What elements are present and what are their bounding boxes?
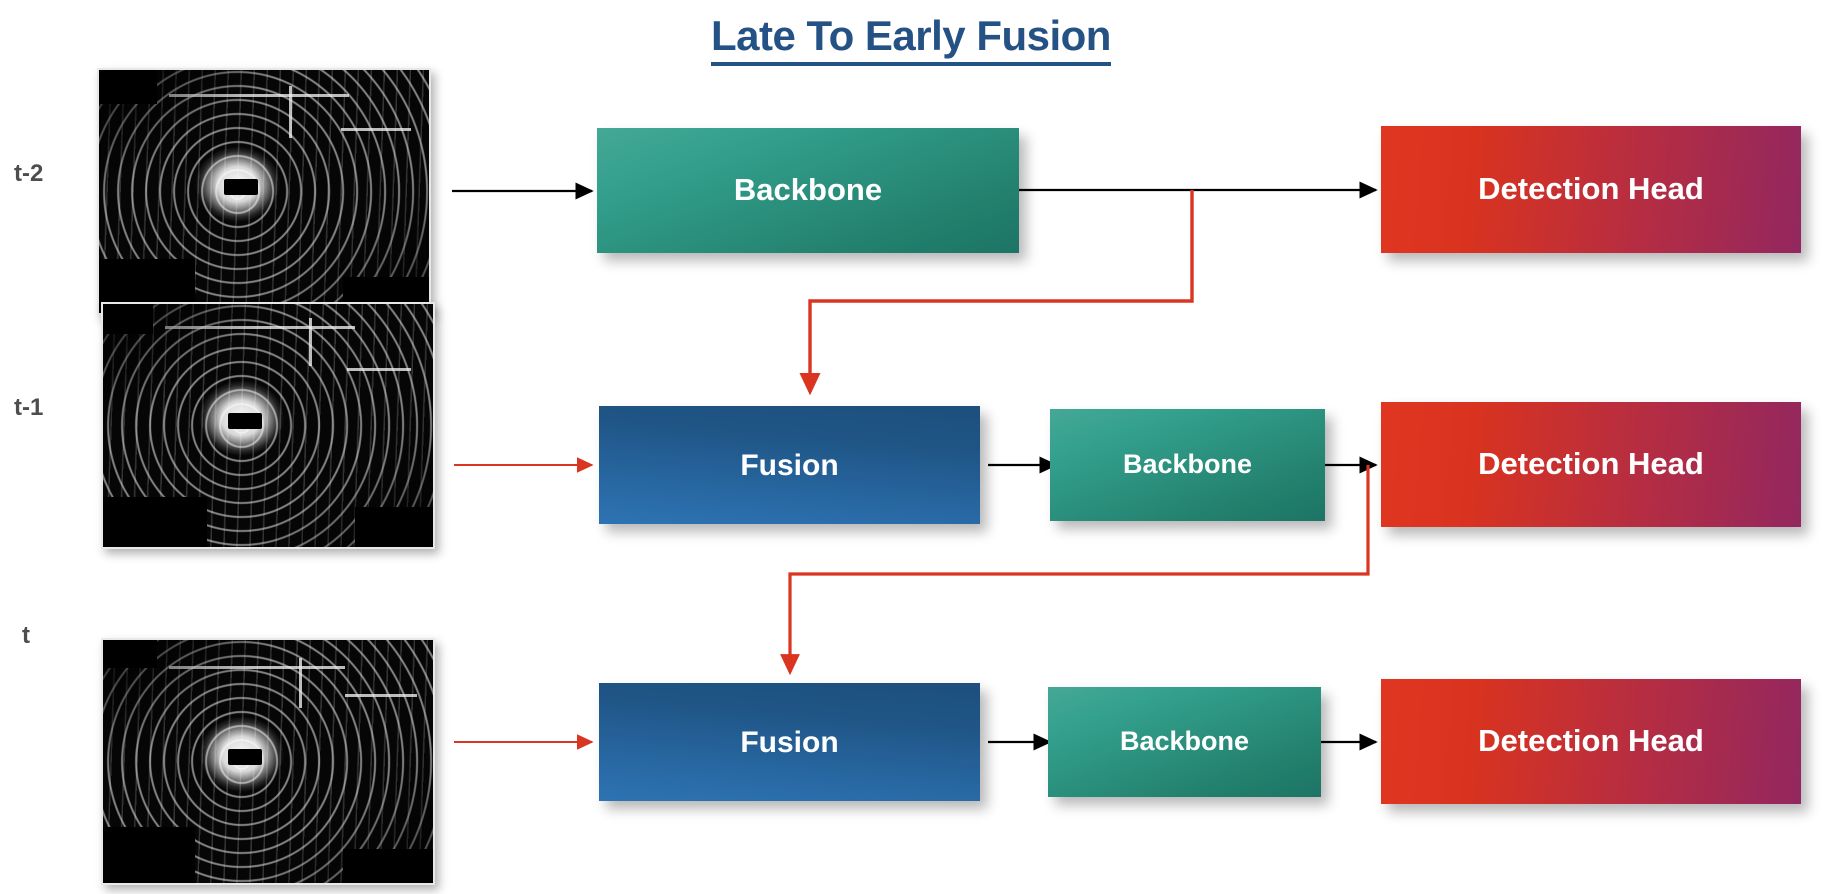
time-label-t-minus-2: t-2 bbox=[14, 160, 44, 187]
node-detection-head-t-2[interactable]: Detection Head bbox=[1381, 126, 1801, 253]
node-label: Backbone bbox=[1122, 449, 1253, 480]
node-detection-head-t[interactable]: Detection Head bbox=[1381, 679, 1801, 804]
lidar-point-cloud-frame-t bbox=[101, 638, 435, 885]
scan-streak bbox=[309, 318, 312, 366]
node-fusion-t-1[interactable]: Fusion bbox=[599, 406, 980, 524]
occlusion-patch bbox=[103, 497, 207, 547]
node-label: Detection Head bbox=[1478, 171, 1704, 207]
occlusion-patch bbox=[355, 507, 433, 547]
occlusion-patch bbox=[103, 304, 153, 334]
scan-streak bbox=[299, 658, 302, 708]
ego-vehicle-marker bbox=[228, 413, 263, 430]
node-label: Detection Head bbox=[1478, 723, 1704, 759]
node-detection-head-t-1[interactable]: Detection Head bbox=[1381, 402, 1801, 527]
node-label: Backbone bbox=[733, 172, 883, 208]
scan-streak bbox=[345, 694, 417, 697]
occlusion-patch bbox=[103, 640, 157, 668]
page-title-text: Late To Early Fusion bbox=[711, 12, 1111, 66]
node-fusion-t[interactable]: Fusion bbox=[599, 683, 980, 801]
ego-vehicle-marker bbox=[224, 179, 259, 196]
scan-streak bbox=[289, 86, 292, 138]
scan-streak bbox=[165, 326, 355, 329]
scan-streak bbox=[341, 128, 411, 131]
node-label: Fusion bbox=[740, 448, 839, 482]
lidar-point-cloud-frame-t-1 bbox=[101, 302, 435, 549]
occlusion-patch bbox=[343, 849, 433, 883]
node-label: Fusion bbox=[740, 725, 839, 759]
scan-streak bbox=[169, 666, 345, 669]
page-title: Late To Early Fusion bbox=[0, 12, 1822, 66]
ego-vehicle-marker bbox=[228, 749, 263, 766]
node-backbone-t-2[interactable]: Backbone bbox=[597, 128, 1019, 253]
time-label-t-minus-1: t-1 bbox=[14, 394, 44, 421]
scan-streak bbox=[169, 94, 349, 97]
occlusion-patch bbox=[99, 70, 157, 104]
time-label-t: t bbox=[22, 622, 30, 649]
node-label: Backbone bbox=[1119, 726, 1250, 757]
node-backbone-t-1[interactable]: Backbone bbox=[1050, 409, 1325, 521]
scan-streak bbox=[347, 368, 411, 371]
occlusion-patch bbox=[103, 827, 195, 883]
lidar-point-cloud-frame-t-2 bbox=[97, 68, 431, 315]
node-label: Detection Head bbox=[1478, 446, 1704, 482]
node-backbone-t[interactable]: Backbone bbox=[1048, 687, 1321, 797]
